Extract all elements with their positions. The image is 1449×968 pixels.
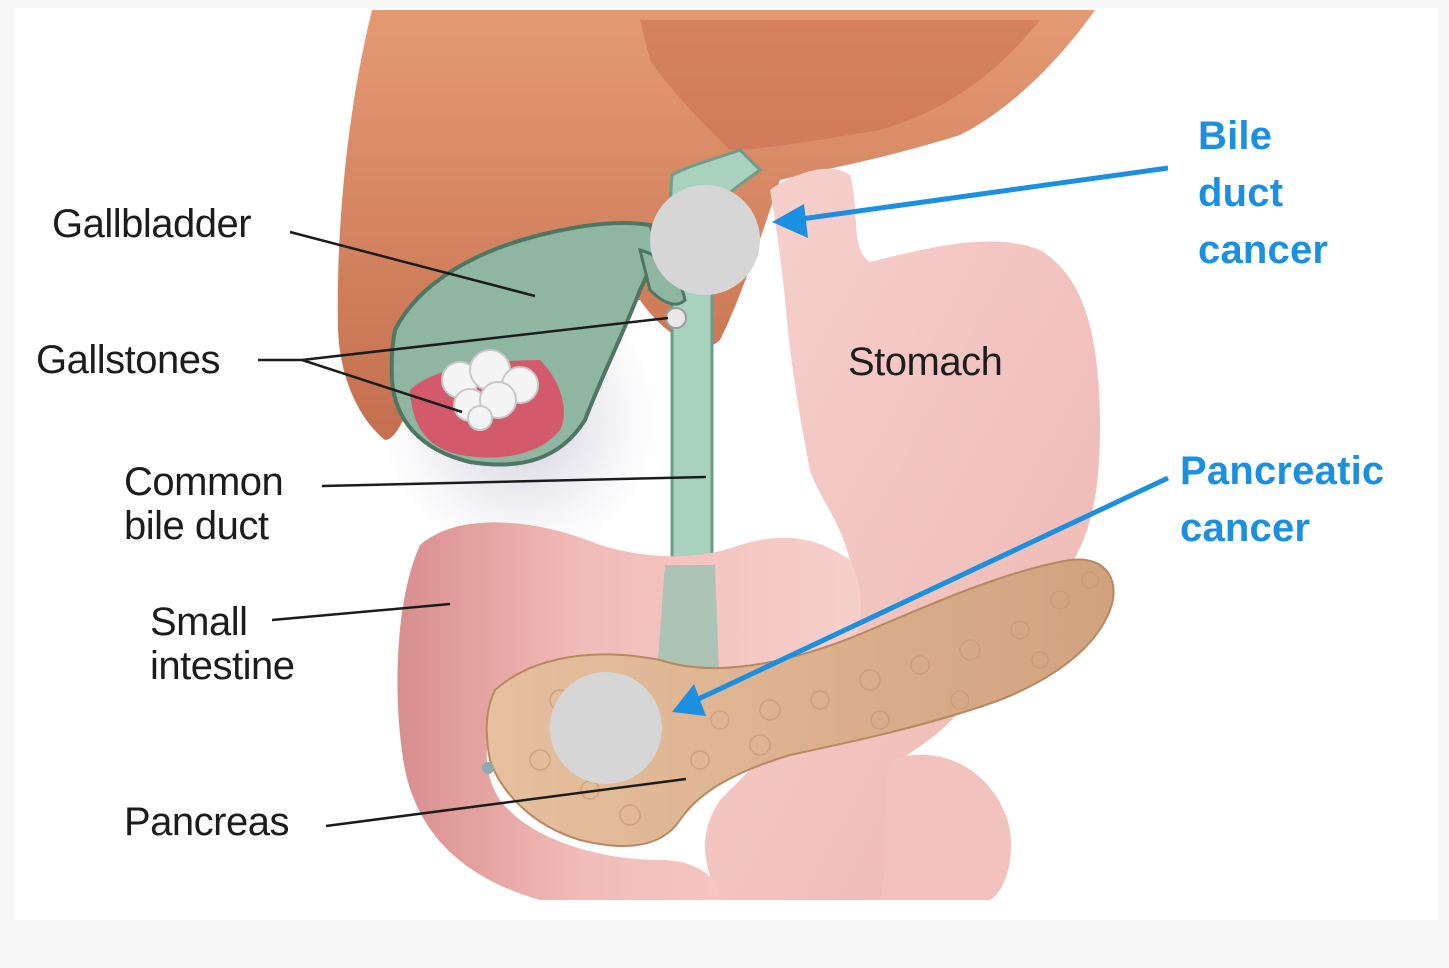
common-bile-duct-label-line1: Common: [124, 460, 283, 504]
bile-duct-cancer-callout-line1: Bile: [1198, 108, 1328, 165]
bile-duct-tumor-marker: [650, 185, 760, 295]
bile-duct-cancer-callout-line3: cancer: [1198, 222, 1328, 279]
small-intestine-label: Small intestine: [150, 600, 294, 688]
small-intestine-label-line1: Small: [150, 600, 294, 644]
gallbladder-label: Gallbladder: [52, 202, 251, 246]
pancreatic-cancer-callout-line2: cancer: [1180, 500, 1384, 557]
gallstones-label: Gallstones: [36, 338, 220, 382]
stomach-label: Stomach: [848, 340, 1002, 384]
pancreas-label: Pancreas: [124, 800, 289, 844]
pancreatic-tumor-marker: [550, 672, 662, 784]
bile-duct-cancer-callout-line2: duct: [1198, 165, 1328, 222]
pancreatic-cancer-callout: Pancreatic cancer: [1180, 443, 1384, 557]
pancreatic-duct-tip: [482, 762, 494, 774]
stomach-lower-curve: [880, 755, 1011, 900]
duct-gallstone: [666, 308, 686, 328]
small-intestine-label-line2: intestine: [150, 644, 294, 688]
pancreatic-cancer-callout-line1: Pancreatic: [1180, 443, 1384, 500]
common-bile-duct-label: Common bile duct: [124, 460, 283, 548]
common-bile-duct-label-line2: bile duct: [124, 504, 283, 548]
bile-duct-cancer-callout: Bile duct cancer: [1198, 108, 1328, 279]
